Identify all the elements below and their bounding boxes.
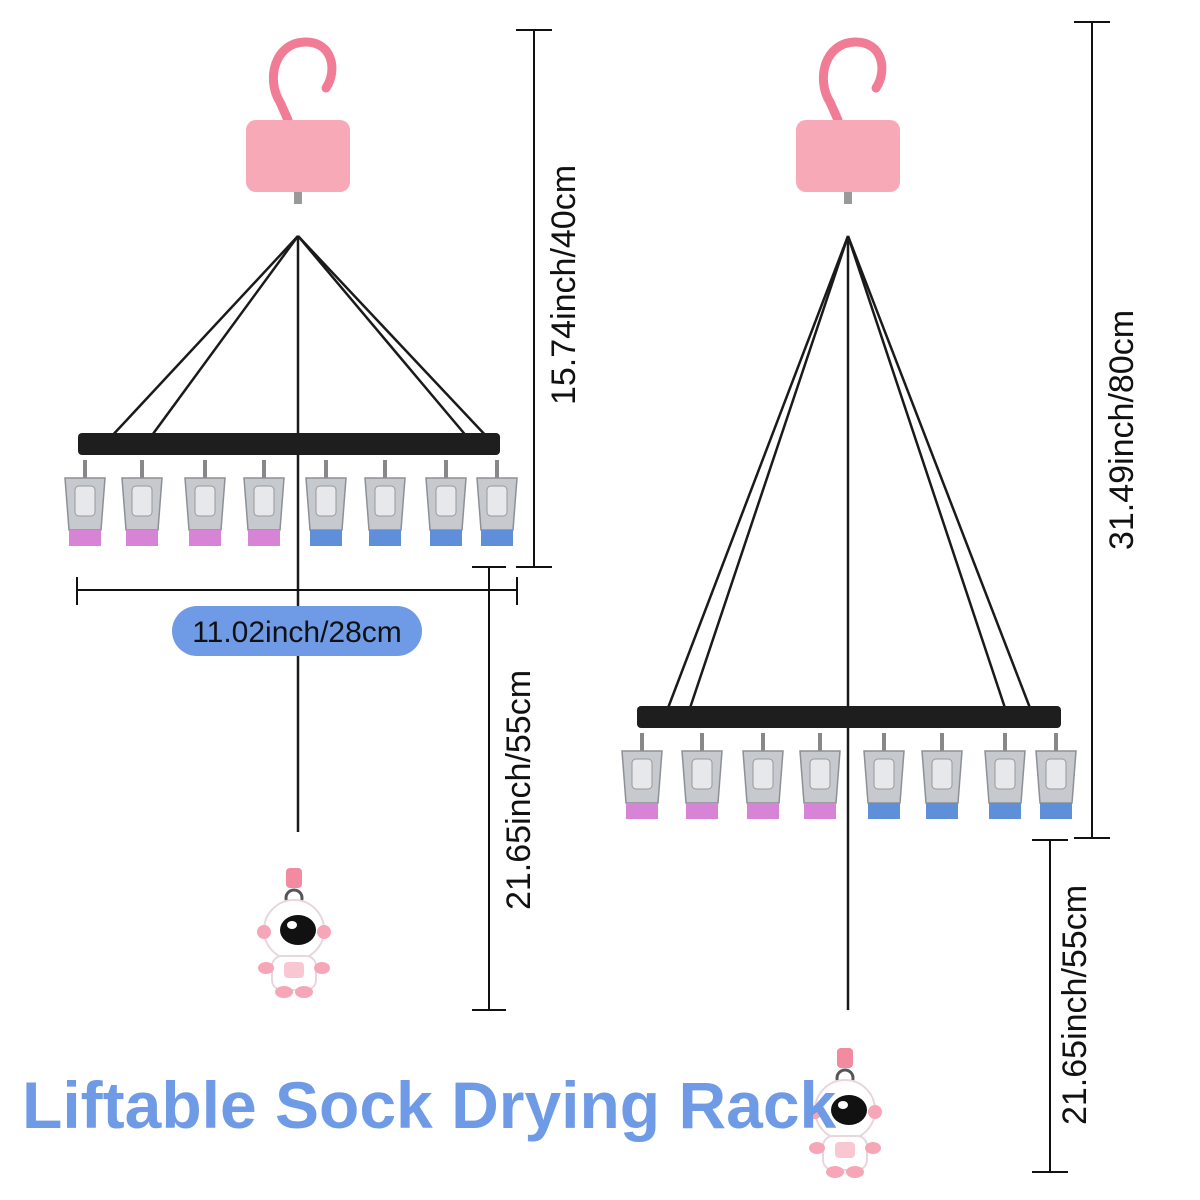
left-cord-label: 21.65inch/55cm [500, 670, 538, 910]
rack-bar-right [637, 706, 1061, 728]
strings-right [666, 235, 1032, 1010]
right-height-label: 31.49inch/80cm [1103, 310, 1141, 550]
rack-left [64, 42, 518, 1000]
clips-right [621, 732, 1077, 819]
hook-right [796, 42, 900, 204]
right-cord-label: 21.65inch/55cm [1056, 885, 1094, 1125]
strings-left [109, 235, 489, 832]
dim-line-width [76, 577, 518, 605]
width-label: 11.02inch/28cm [192, 616, 402, 649]
astronaut-weight-left [255, 866, 333, 1000]
hook-left [246, 42, 350, 204]
rack-right [621, 42, 1077, 1180]
product-title: Liftable Sock Drying Rack [22, 1068, 837, 1142]
dim-line-left-cord [472, 566, 506, 1011]
left-height-label: 15.74inch/40cm [545, 165, 583, 405]
clips-left [64, 459, 518, 546]
dim-line-right-height [1074, 21, 1110, 839]
width-badge: 11.02inch/28cm [172, 606, 422, 656]
dim-line-right-cord [1032, 839, 1068, 1173]
dim-line-left-height [516, 29, 552, 568]
rack-bar-left [78, 433, 500, 455]
